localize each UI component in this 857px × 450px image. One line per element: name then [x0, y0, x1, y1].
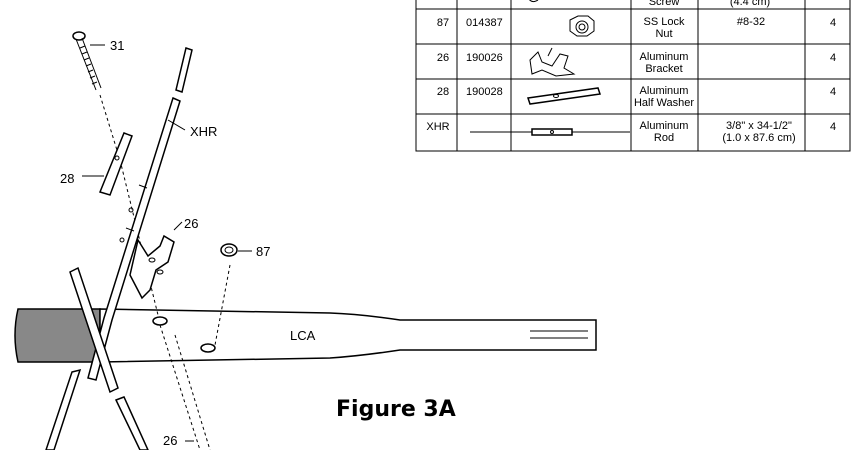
table-row: 28 190028 Aluminum Half Washer 4	[437, 85, 836, 109]
figure-title: Figure 3A	[336, 397, 456, 422]
row-key: 87	[437, 17, 449, 29]
row-description-line2: Half Washer	[634, 97, 694, 109]
callout-lca: LCA	[290, 328, 316, 343]
bolt-31	[72, 31, 102, 91]
callout-26: 26	[184, 216, 198, 231]
row-key: XHR	[426, 121, 449, 133]
row-part-no: 190026	[466, 52, 503, 64]
row-qty: 4	[830, 52, 836, 64]
row-description-line1: Aluminum	[640, 120, 689, 132]
row-qty: 4	[830, 17, 836, 29]
leader-lines	[82, 44, 252, 442]
row-part-no: 190028	[466, 86, 503, 98]
half-washer-thumbnail-icon	[527, 87, 601, 105]
lower-control-arm	[14, 308, 597, 363]
callout-87: 87	[256, 244, 270, 259]
row-key: 26	[437, 52, 449, 64]
partial-row-size: (4.4 cm)	[730, 0, 770, 8]
row-description-line1: SS Lock	[644, 16, 685, 28]
row-description-line2: Nut	[655, 28, 672, 40]
row-size-line1: 3/8" x 34-1/2"	[726, 120, 792, 132]
half-washer-28	[98, 132, 133, 196]
callout-31: 31	[110, 38, 124, 53]
row-description-line1: Aluminum	[640, 85, 689, 97]
row-description-line1: Aluminum	[640, 51, 689, 63]
lock-nut-thumbnail-icon	[569, 15, 595, 37]
row-part-no: 014387	[466, 17, 503, 29]
callout-28: 28	[60, 171, 74, 186]
row-size: #8-32	[737, 16, 765, 28]
crossing-rods	[45, 266, 149, 450]
rod-segment	[175, 47, 193, 93]
xhr-rod	[87, 96, 181, 381]
row-description-line2: Rod	[654, 132, 674, 144]
rod-thumbnail-icon	[470, 128, 630, 136]
bracket-thumbnail-icon	[529, 47, 576, 77]
row-key: 28	[437, 86, 449, 98]
row-size-line2: (1.0 x 87.6 cm)	[722, 132, 795, 144]
table-row: 87 014387 SS Lock Nut #8-32 4	[437, 15, 836, 40]
callout-26-lower: 26	[163, 433, 177, 448]
lock-nut-87	[220, 243, 238, 257]
partial-row-description: Screw	[649, 0, 680, 8]
bracket-26	[129, 234, 175, 300]
table-row: 26 190026 Aluminum Bracket 4	[437, 47, 836, 77]
row-description-line2: Bracket	[645, 63, 682, 75]
table-row: XHR Aluminum Rod 3/8" x 34-1/2" (1.0 x 8…	[426, 120, 836, 144]
row-qty: 4	[830, 86, 836, 98]
row-qty: 4	[830, 121, 836, 133]
parts-table: Screw (4.4 cm) 87 014387 SS Lock Nut #8-…	[415, 0, 851, 152]
callout-xhr: XHR	[190, 124, 217, 139]
